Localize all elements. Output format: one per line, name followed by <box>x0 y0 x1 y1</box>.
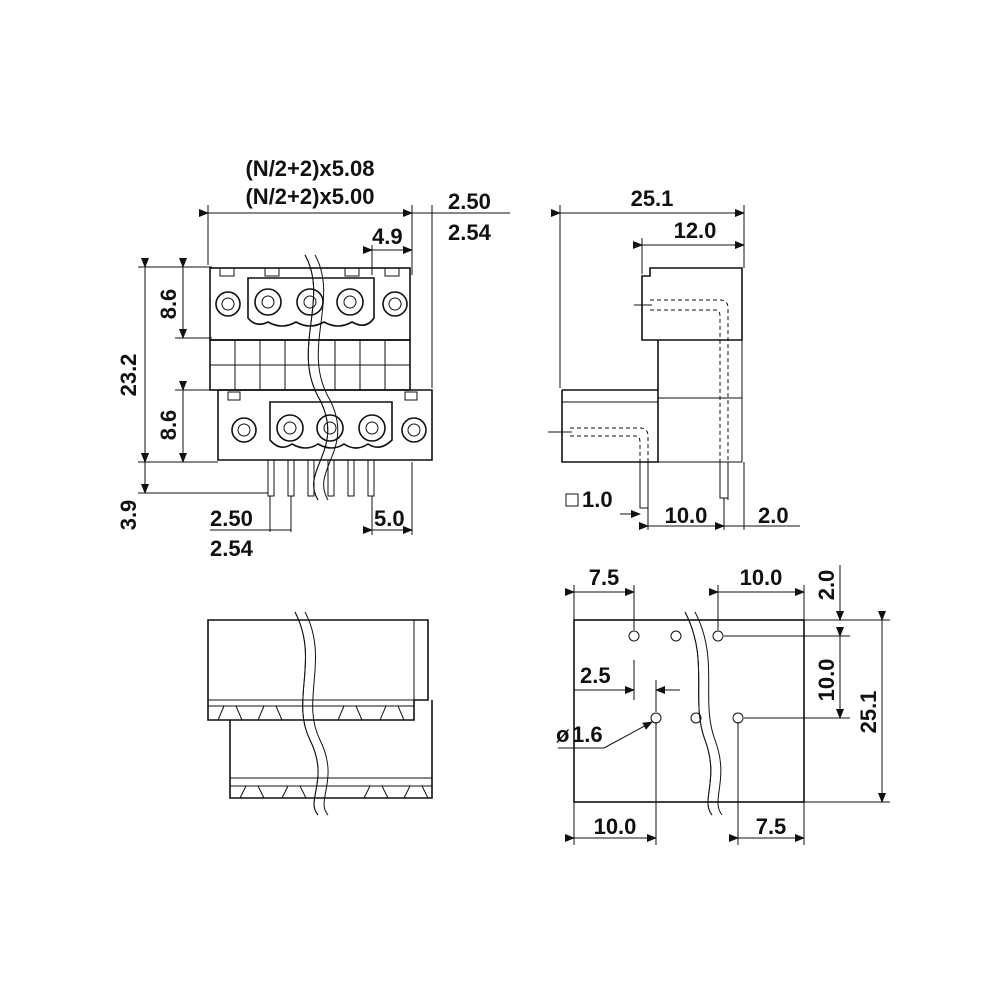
pcb-100-bottom-label: 10.0 <box>594 814 637 839</box>
pin-pitch-250-label: 2.50 <box>210 506 253 531</box>
pcb-dimensions: 7.5 10.0 2.0 10.0 25.1 2.5 ø 1.6 10.0 7.… <box>556 565 890 845</box>
screw-terminal-icon <box>231 414 427 443</box>
pin-pitch-254-label: 2.54 <box>210 536 254 561</box>
pcb-20-right-label: 2.0 <box>814 570 839 601</box>
offset-49-label: 4.9 <box>372 224 403 249</box>
plan-view <box>207 611 433 816</box>
pcb-75-top-label: 7.5 <box>589 565 620 590</box>
pcb-251-right-label: 25.1 <box>856 691 881 734</box>
pins <box>267 459 375 497</box>
side-100-label: 10.0 <box>665 503 708 528</box>
width-508-label: (N/2+2)x5.08 <box>245 156 374 181</box>
pcb-75-bottom-label: 7.5 <box>756 814 787 839</box>
pitch-250-label: 2.50 <box>448 189 491 214</box>
width-500-label: (N/2+2)x5.00 <box>245 184 374 209</box>
side-view-dimensions: 25.1 12.0 1.0 10.0 2.0 <box>551 186 800 530</box>
height-86-top-label: 8.6 <box>156 289 181 320</box>
pcb-100-right-label: 10.0 <box>814 659 839 702</box>
pin-39-label: 3.9 <box>116 500 141 531</box>
bottom-header-body <box>217 389 433 461</box>
pcb-layout <box>573 611 850 816</box>
side-251-label: 25.1 <box>631 186 674 211</box>
screw-terminal-icon <box>215 288 408 317</box>
pcb-hole-label: 1.6 <box>572 722 603 747</box>
height-86-bottom-label: 8.6 <box>156 410 181 441</box>
hole-diameter-symbol: ø <box>556 722 570 747</box>
pin-sq-label: 1.0 <box>582 487 613 512</box>
pitch-254-label: 2.54 <box>448 220 492 245</box>
pcb-25-label: 2.5 <box>580 663 611 688</box>
front-view-dimensions: (N/2+2)x5.08 (N/2+2)x5.00 2.50 2.54 4.9 … <box>116 156 510 561</box>
end-50-label: 5.0 <box>374 506 405 531</box>
height-232-label: 23.2 <box>116 354 141 397</box>
square-pin-icon <box>565 493 579 507</box>
front-view <box>209 254 433 501</box>
pcb-100-top-label: 10.0 <box>740 565 783 590</box>
side-20-label: 2.0 <box>758 503 789 528</box>
side-view <box>548 267 743 509</box>
side-120-label: 12.0 <box>674 218 717 243</box>
